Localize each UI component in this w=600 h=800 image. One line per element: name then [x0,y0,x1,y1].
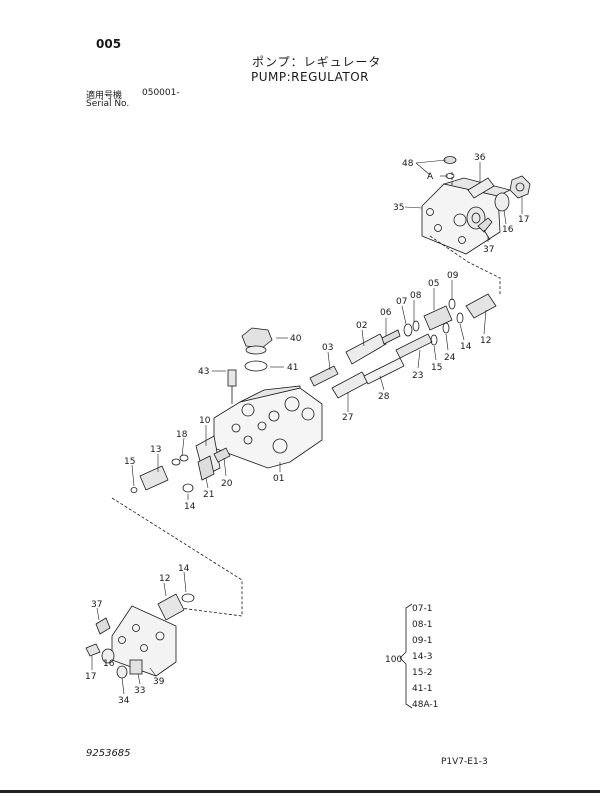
callout-10: 10 [199,416,211,426]
callout-05: 05 [428,279,439,289]
callout-40: 40 [290,334,302,344]
callout-24: 24 [444,353,456,363]
callout-18: 18 [176,430,188,440]
page-title: PUMP:REGULATOR [251,70,370,84]
page-number: 005 [96,37,122,51]
callout-a: A [427,172,434,182]
callout-14: 14 [460,342,472,352]
callout-16: 16 [502,225,514,235]
callout-43: 43 [198,367,209,377]
plug-cap [227,327,273,404]
callout-15: 15 [431,363,442,373]
callout-17-bottom: 17 [85,672,96,682]
kit-item: 48A-1 [412,700,438,710]
bracket-assembly-upper [421,156,531,255]
kit-item: 07-1 [412,604,432,614]
callout-14-lower: 14 [184,502,196,512]
kit-item: 41-1 [412,684,432,694]
document-number: 9253685 [86,748,131,759]
callout-02: 02 [356,321,367,331]
callout-27: 27 [342,413,353,423]
title-japanese: ポンプ：レギュレータ [252,55,382,69]
callout-07: 07 [396,297,407,307]
kit-item: 09-1 [412,636,432,646]
connector-lines [429,172,501,296]
callout-09: 09 [447,271,459,281]
callout-37: 37 [483,245,494,255]
callout-23: 23 [412,371,423,381]
callout-16-bottom: 16 [103,659,115,669]
callout-39: 39 [153,677,165,687]
callout-28: 28 [378,392,390,402]
kit-item: 08-1 [412,620,432,630]
callout-21: 21 [203,490,214,500]
callout-13: 13 [150,445,161,455]
serial-value: 050001- [142,88,180,98]
callout-35: 35 [393,203,404,213]
connector-line-long [111,497,243,617]
kit-number: 100 [385,655,402,665]
page-reference: P1V7-E1-3 [441,757,488,767]
callout-12: 12 [480,336,491,346]
serial-label: Serial No. [86,99,130,109]
callout-01: 01 [273,474,284,484]
kit-bracket [399,603,413,709]
leader-lines [91,159,523,695]
callout-06: 06 [380,308,392,318]
valve-body [213,385,323,469]
callout-36: 36 [474,153,486,163]
kit-item: 14-3 [412,652,432,662]
callout-48: 48 [402,159,414,169]
serial-label-japanese: 適用号機 [86,91,123,101]
kit-item: 15-2 [412,668,432,678]
callout-14-bottom: 14 [178,564,190,574]
callout-33: 33 [134,686,145,696]
callout-17: 17 [518,215,529,225]
bracket-assembly-lower [85,593,195,679]
callout-12-bottom: 12 [159,574,170,584]
callout-34: 34 [118,696,130,706]
bottom-rule [0,790,600,793]
callout-37-bottom: 37 [91,600,102,610]
callout-03: 03 [322,343,333,353]
spool-group [309,293,497,399]
callout-41: 41 [287,363,298,373]
callout-15-lower: 15 [124,457,135,467]
callout-20: 20 [221,479,233,489]
lower-spool-group [130,435,231,493]
callout-08: 08 [410,291,422,301]
